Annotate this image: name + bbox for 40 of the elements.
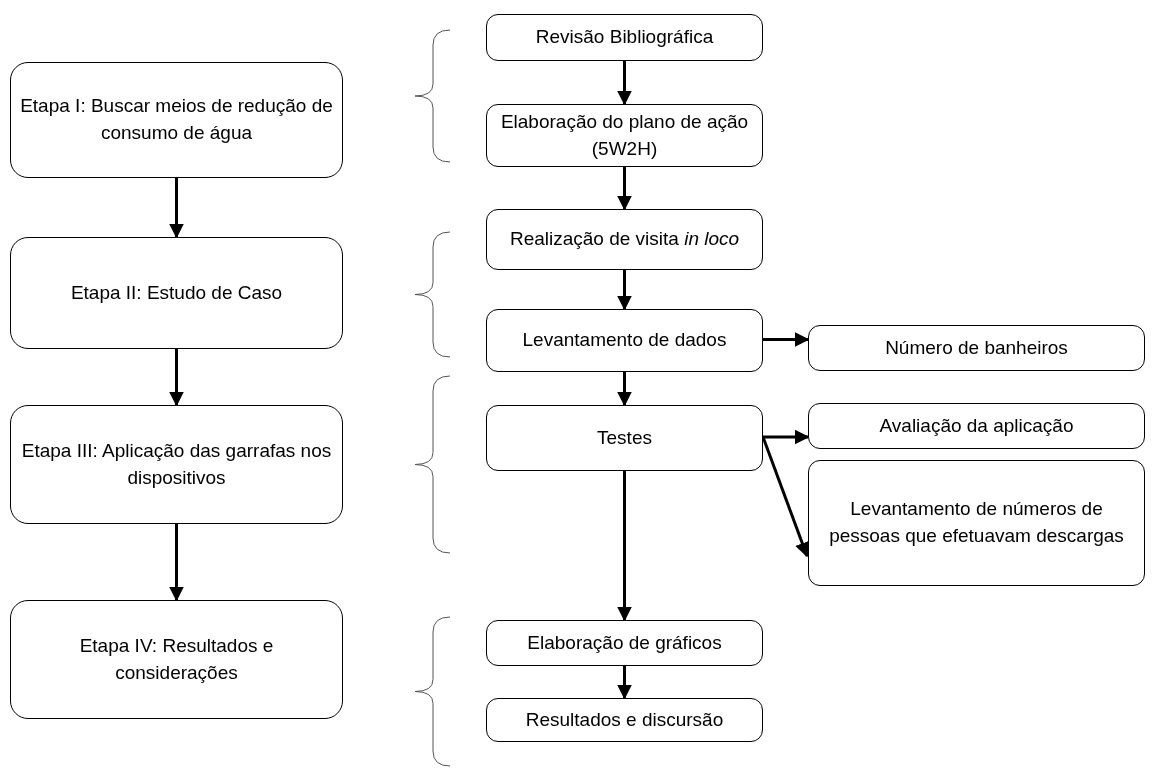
box-text: Etapa III: Aplicação das garrafas nos dispositivos [20, 438, 333, 490]
process-box [486, 698, 763, 742]
process-box [10, 600, 343, 719]
process-box [10, 62, 343, 178]
arrow [169, 349, 184, 407]
arrow [617, 471, 632, 622]
arrow [617, 61, 632, 106]
box-text: Elaboração de gráficos [527, 630, 722, 655]
process-box [486, 209, 763, 270]
process-box [808, 403, 1145, 449]
box-text: Levantamento de números de pessoas que efetuavam descargas [828, 497, 1125, 548]
process-box [808, 460, 1145, 586]
box-text: Avaliação da aplicação [879, 413, 1074, 438]
process-box [486, 14, 763, 61]
box-text: Etapa II: Estudo de Caso [70, 280, 283, 305]
arrow [761, 436, 810, 558]
arrow [617, 666, 632, 700]
arrow [763, 332, 810, 347]
box-text: Etapa I: Buscar meios de redução de consumo de água [19, 94, 334, 145]
arrow [617, 167, 632, 211]
process-box [486, 309, 763, 372]
box-text: Realização de visita in loco [509, 227, 740, 252]
process-box [486, 405, 763, 471]
arrow [169, 178, 184, 239]
arrow [617, 372, 632, 407]
box-text: Número de banheiros [885, 335, 1068, 360]
box-text: Resultados e discursão [525, 707, 724, 732]
arrow [763, 429, 810, 445]
arrow [169, 524, 184, 602]
box-text: Testes [597, 425, 652, 450]
process-box [486, 104, 763, 167]
process-box [486, 620, 763, 666]
box-text: Etapa IV: Resultados e considerações [78, 633, 275, 685]
box-text: Revisão Bibliográfica [535, 25, 714, 50]
box-text: Levantamento de dados [522, 328, 727, 353]
process-box [10, 405, 343, 524]
process-box [10, 237, 343, 349]
box-text: Elaboração do plano de ação (5W2H) [499, 109, 750, 161]
process-box [808, 325, 1145, 371]
arrow [617, 270, 632, 311]
